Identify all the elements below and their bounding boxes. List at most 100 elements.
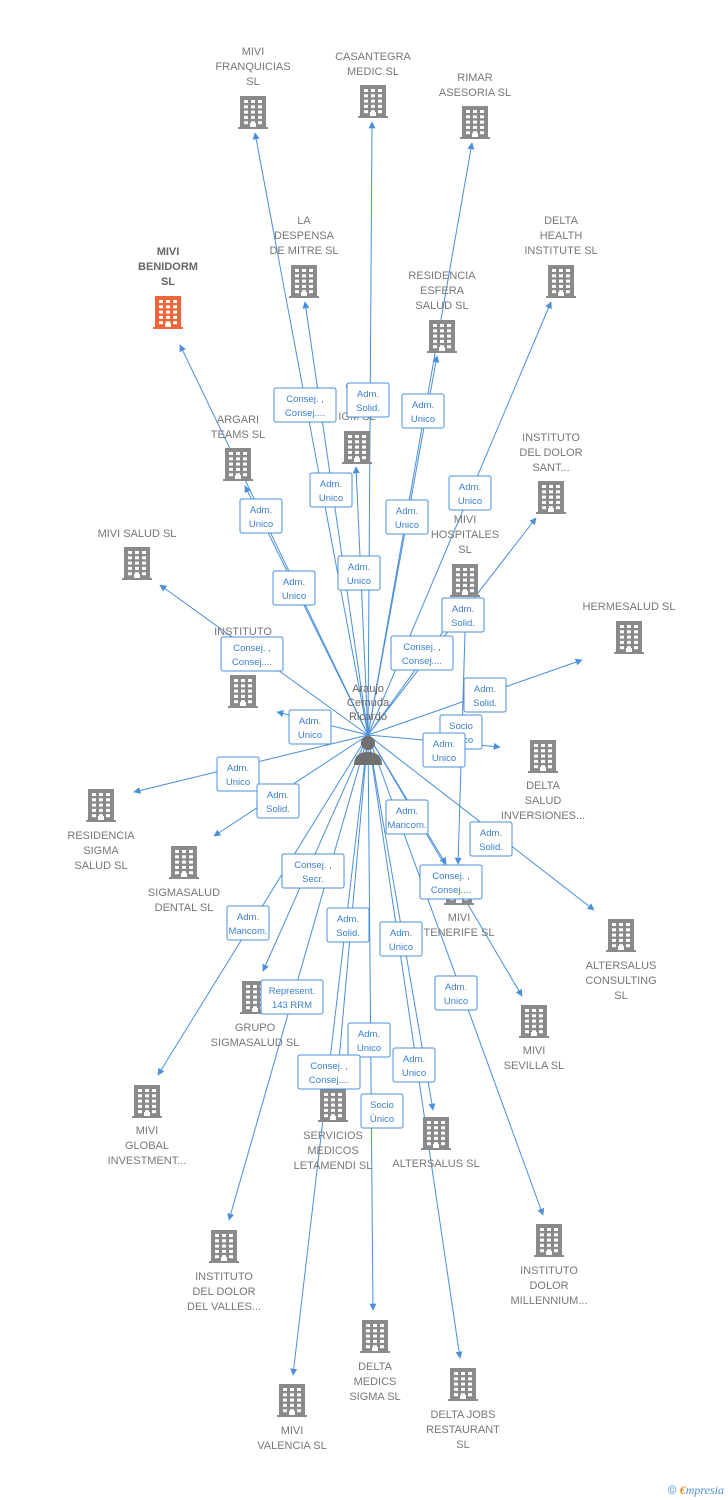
- relation-label[interactable]: Adm.Unico: [448, 475, 492, 511]
- company-node-hermesalud[interactable]: HERMESALUD SL: [583, 601, 676, 654]
- relation-label[interactable]: Consej. ,Consej....: [297, 1054, 361, 1090]
- relation-label[interactable]: Consej. ,Secr.: [281, 853, 345, 889]
- company-node-altersalus[interactable]: ALTERSALUS SL: [392, 1117, 480, 1170]
- building-icon[interactable]: [209, 1230, 239, 1263]
- building-icon[interactable]: [86, 789, 116, 822]
- svg-text:Adm.: Adm.: [445, 982, 467, 993]
- relation-label[interactable]: Adm.Unico: [434, 975, 478, 1011]
- copyright-symbol: ©: [667, 1483, 677, 1497]
- svg-text:Unico: Unico: [298, 730, 322, 741]
- building-icon[interactable]: [519, 1005, 549, 1038]
- relation-label[interactable]: Adm.Unico: [422, 732, 466, 768]
- building-icon[interactable]: [448, 1368, 478, 1401]
- svg-text:Socio: Socio: [370, 1100, 394, 1111]
- building-icon[interactable]: [421, 1117, 451, 1150]
- relation-label[interactable]: Adm.Unico: [272, 570, 316, 606]
- relation-label[interactable]: Adm.Unico: [288, 709, 332, 745]
- relation-label[interactable]: Adm.Unico: [392, 1047, 436, 1083]
- building-icon[interactable]: [169, 846, 199, 879]
- building-icon[interactable]: [277, 1384, 307, 1417]
- brand-logo[interactable]: €mpresia: [679, 1483, 724, 1497]
- building-icon[interactable]: [614, 621, 644, 654]
- building-icon[interactable]: [358, 85, 388, 118]
- relation-label[interactable]: Adm.Mancom.: [226, 905, 270, 941]
- relation-label[interactable]: Represent.143 RRM: [260, 979, 324, 1015]
- relation-label[interactable]: Adm.Solid.: [463, 677, 507, 713]
- relation-label[interactable]: Adm.Unico: [379, 921, 423, 957]
- relation-label[interactable]: Consej. ,Consej....: [390, 635, 454, 671]
- building-icon[interactable]: [153, 296, 183, 329]
- relation-label[interactable]: Adm.Unico: [216, 756, 260, 792]
- building-icon[interactable]: [289, 265, 319, 298]
- building-icon[interactable]: [132, 1085, 162, 1118]
- building-icon[interactable]: [223, 448, 253, 481]
- relation-label[interactable]: Adm.Unico: [401, 393, 445, 429]
- svg-text:Adm.: Adm.: [250, 505, 272, 516]
- svg-text:Consej. ,: Consej. ,: [432, 871, 470, 882]
- building-icon[interactable]: [606, 919, 636, 952]
- building-icon[interactable]: [546, 265, 576, 298]
- relation-label[interactable]: Adm.Solid.: [256, 783, 300, 819]
- relation-label[interactable]: Adm.Solid.: [346, 382, 390, 418]
- relation-label[interactable]: Adm.Unico: [309, 472, 353, 508]
- company-label: HERMESALUD SL: [583, 601, 676, 613]
- building-icon[interactable]: [427, 320, 457, 353]
- relation-label[interactable]: Adm.Unico: [347, 1022, 391, 1058]
- building-icon[interactable]: [342, 431, 372, 464]
- building-icon[interactable]: [228, 675, 258, 708]
- building-icon[interactable]: [450, 564, 480, 597]
- svg-text:Unico: Unico: [282, 591, 306, 602]
- svg-text:Adm.: Adm.: [227, 763, 249, 774]
- svg-text:Unico: Unico: [432, 753, 456, 764]
- relation-label[interactable]: Adm.Solid.: [469, 821, 513, 857]
- person-icon[interactable]: [354, 736, 382, 765]
- company-node-mivi-salud[interactable]: MIVI SALUD SL: [98, 528, 177, 580]
- relation-label[interactable]: Consej. ,Consej....: [419, 864, 483, 900]
- building-icon[interactable]: [238, 96, 268, 129]
- relation-label[interactable]: Consej. ,Consej....: [273, 387, 337, 423]
- building-icon[interactable]: [318, 1089, 348, 1122]
- relation-label[interactable]: Consej. ,Consej....: [220, 636, 284, 672]
- relation-label[interactable]: Adm.Mancom.: [385, 799, 429, 835]
- relation-label[interactable]: Adm.Unico: [337, 555, 381, 591]
- building-icon[interactable]: [528, 740, 558, 773]
- building-icon[interactable]: [536, 481, 566, 514]
- relation-label[interactable]: Adm.Solid.: [441, 597, 485, 633]
- svg-text:Adm.: Adm.: [237, 912, 259, 923]
- building-icon[interactable]: [122, 547, 152, 580]
- relation-label[interactable]: Adm.Unico: [385, 499, 429, 535]
- building-icon[interactable]: [460, 106, 490, 139]
- relation-label[interactable]: Adm.Unico: [239, 498, 283, 534]
- relation-label[interactable]: Adm.Solid.: [326, 907, 370, 943]
- company-node-instituto-el[interactable]: INSTITUTODEEL: [214, 626, 272, 708]
- building-icon[interactable]: [534, 1224, 564, 1257]
- building-icon[interactable]: [360, 1320, 390, 1353]
